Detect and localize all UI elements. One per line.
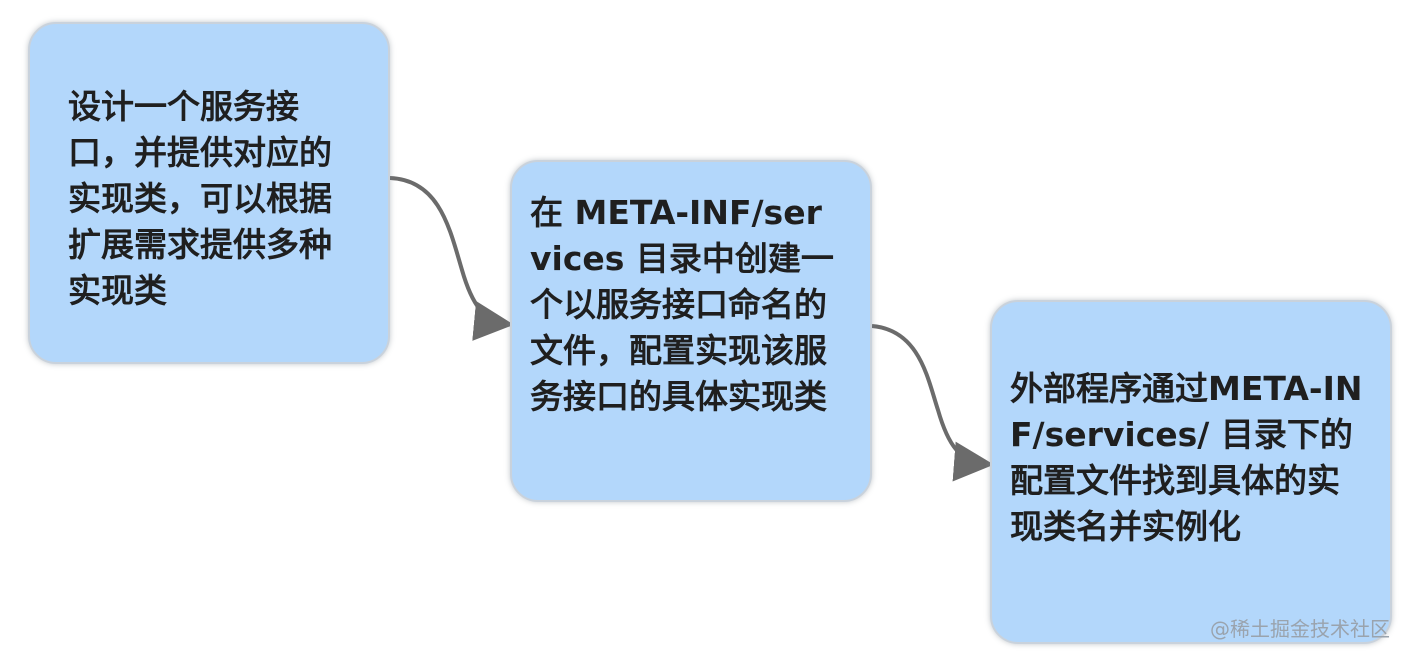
- step-box-2: 在 META-INF/services 目录中创建一个以服务接口命名的文件，配置…: [510, 160, 872, 502]
- step-box-3: 外部程序通过META-INF/services/ 目录下的配置文件找到具体的实现…: [990, 300, 1392, 644]
- step-text-1: 设计一个服务接口，并提供对应的实现类，可以根据扩展需求提供多种实现类: [68, 87, 332, 310]
- step-box-1: 设计一个服务接口，并提供对应的实现类，可以根据扩展需求提供多种实现类: [28, 22, 390, 364]
- connector-arrow-2-3: [871, 324, 994, 482]
- step-text-2: 在 META-INF/services 目录中创建一个以服务接口命名的文件，配置…: [530, 193, 834, 416]
- connector-arrow-1-2: [389, 176, 514, 341]
- step-text-3: 外部程序通过META-INF/services/ 目录下的配置文件找到具体的实现…: [1010, 369, 1363, 546]
- watermark: @稀土掘金技术社区: [1210, 617, 1390, 641]
